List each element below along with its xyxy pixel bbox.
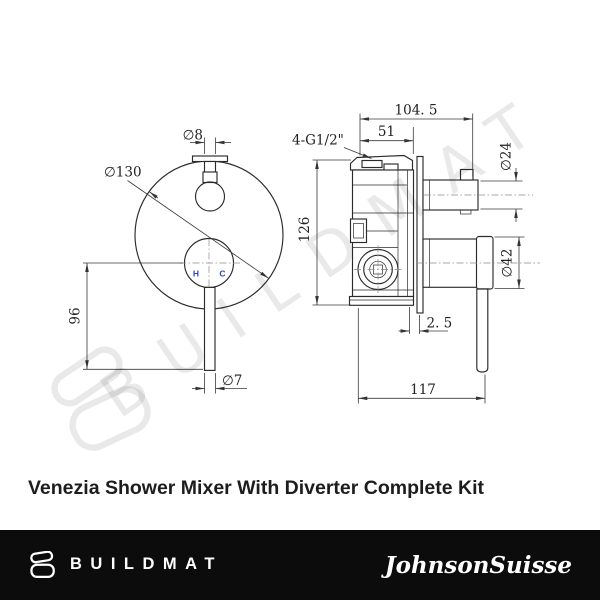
body-top-fitting: [361, 159, 383, 169]
front-view: H C ∅130 ∅8 96: [68, 128, 284, 394]
dim-lever-diameter: ∅7: [192, 373, 247, 394]
dim-body-height: 126: [297, 159, 351, 306]
johnsonsuisse-wordmark: JohnsonSuisse: [384, 551, 572, 579]
buildmat-b-icon: [30, 550, 55, 578]
page-title: Venezia Shower Mixer With Diverter Compl…: [28, 477, 485, 499]
svg-text:51: 51: [378, 124, 395, 140]
side-view: 104. 5 51 4-G1/2" 126: [292, 103, 540, 404]
svg-text:104. 5: 104. 5: [395, 103, 438, 119]
dim-lever-length: 96: [68, 262, 203, 370]
diverter-stem: [203, 160, 217, 174]
inlet-nut: [349, 218, 368, 244]
svg-text:∅42: ∅42: [500, 249, 516, 278]
technical-drawing: H C ∅130 ∅8 96: [68, 103, 540, 404]
diverter-neck: [202, 171, 218, 184]
dim-thread-ports: 4-G1/2": [292, 133, 372, 159]
diverter-knob-circle: [194, 181, 226, 212]
buildmat-logo: BUILDMAT: [28, 550, 223, 580]
buildmat-wordmark: BUILDMAT: [70, 554, 223, 573]
svg-text:∅24: ∅24: [499, 142, 515, 171]
cold-label: C: [219, 269, 225, 279]
diverter-cap: [191, 155, 229, 163]
svg-text:126: 126: [297, 217, 313, 243]
dim-plate-diameter: ∅130: [104, 165, 269, 279]
dim-overall-width: 117: [357, 308, 486, 404]
hot-label: H: [193, 269, 199, 279]
footer-bar: BUILDMAT JohnsonSuisse: [0, 530, 600, 600]
trim-plate-edge: [416, 155, 424, 314]
trim-plate-circle: [134, 160, 284, 310]
svg-text:4-G1/2": 4-G1/2": [292, 133, 344, 149]
dim-body-depth: 51: [360, 124, 414, 154]
outlet-fitting: [459, 168, 474, 181]
handle-lever-side: [476, 288, 489, 373]
dim-overall-depth: 104. 5: [359, 103, 474, 177]
dim-outlet-diameter: ∅24: [480, 142, 523, 222]
shower-outlet: [422, 179, 479, 211]
handle-lever: [203, 286, 216, 371]
dim-stem-diameter: ∅8: [183, 128, 231, 154]
dim-trim-diameter: ∅42: [494, 236, 525, 289]
svg-text:96: 96: [68, 307, 84, 324]
svg-text:∅130: ∅130: [104, 165, 142, 181]
svg-text:∅8: ∅8: [183, 128, 203, 144]
technical-drawing-area: H C ∅130 ∅8 96: [51, 77, 568, 451]
svg-text:∅7: ∅7: [222, 373, 242, 389]
svg-text:117: 117: [410, 382, 436, 398]
dim-plate-offset: 2. 5: [398, 307, 453, 334]
body-bottom-flange: [348, 295, 415, 306]
svg-text:2. 5: 2. 5: [427, 316, 453, 332]
